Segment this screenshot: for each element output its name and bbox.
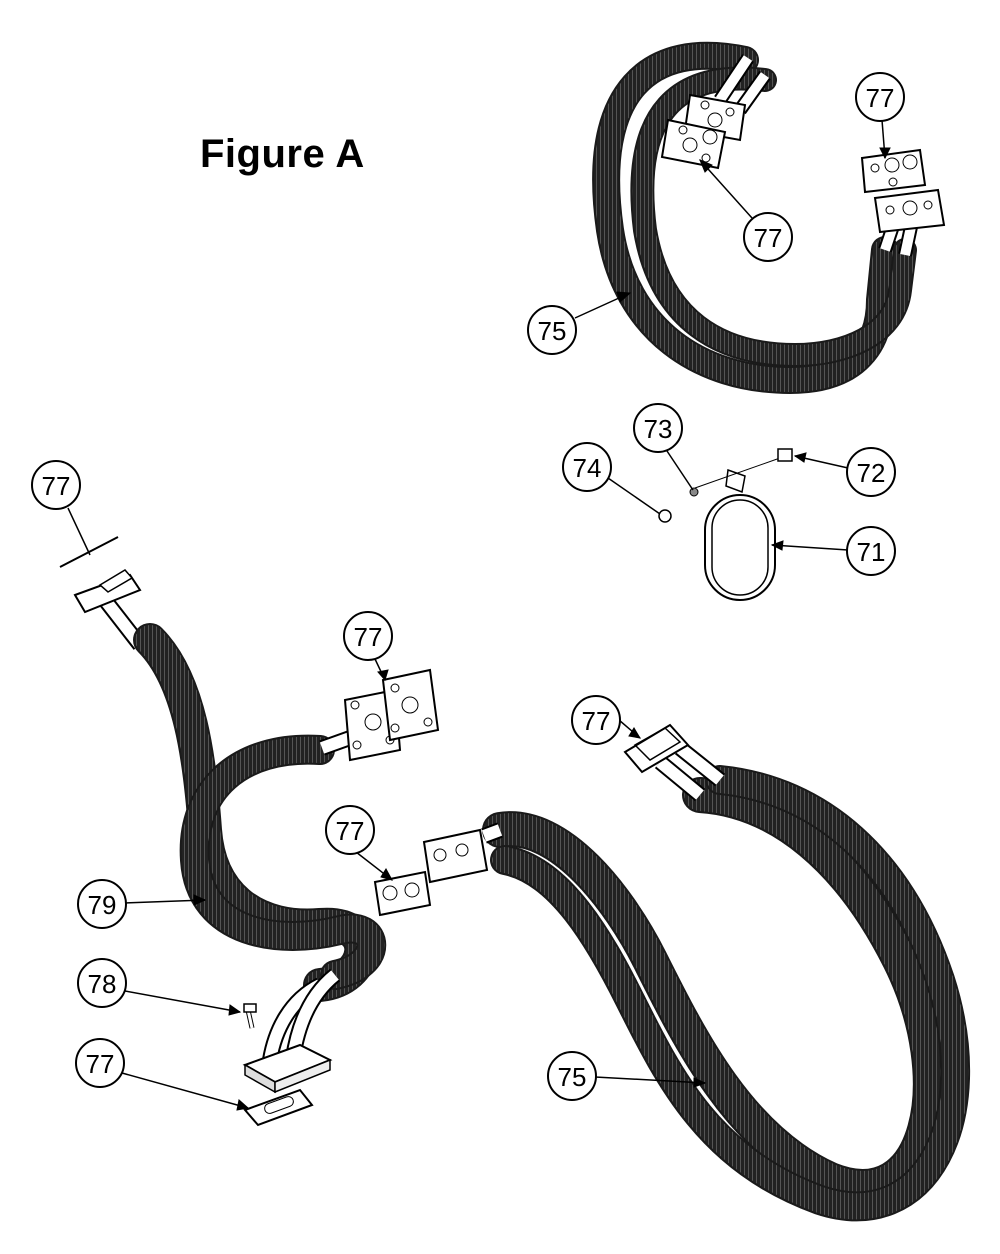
callout-79 [77,879,207,929]
callout-75 [547,1051,707,1101]
bolt [243,1003,257,1029]
gasket-plate [860,148,927,194]
callout-label-77: 77 [86,1049,115,1079]
callout-label-78: 78 [88,969,117,999]
flange-plate [73,569,142,614]
callout-77 [571,695,641,745]
callout-label-77: 77 [582,706,611,736]
gasket-plate [373,870,432,917]
callout-78 [77,958,242,1016]
callout-label-77: 77 [866,83,895,113]
callout-73 [633,403,694,491]
callout-label-75: 75 [538,316,567,346]
callout-74 [562,442,661,515]
gasket-plate [381,668,440,742]
callout-77 [325,805,394,881]
hose-assembly-left [98,595,387,1062]
callout-label-71: 71 [857,537,886,567]
base-flange [242,1043,333,1094]
hose-assembly-bottom [481,741,970,1222]
callout-label-73: 73 [644,414,673,444]
callout-label-72: 72 [857,458,886,488]
callout-71 [770,526,896,576]
flange-plate [623,723,690,774]
callout-77 [31,460,119,568]
callout-77 [75,1038,250,1111]
callout-label-74: 74 [573,453,602,483]
gasket-plate [660,118,727,170]
callout-label-77: 77 [754,223,783,253]
callouts [31,72,905,1111]
flange-plate [422,828,489,884]
callout-72 [793,447,896,497]
callout-label-77: 77 [336,816,365,846]
flange-plate [873,188,946,234]
callout-77 [343,611,393,682]
callout-75 [527,291,632,355]
gasket-plate [243,1088,314,1127]
callout-label-79: 79 [88,890,117,920]
callout-label-77: 77 [354,622,383,652]
clamp-assembly [658,448,793,601]
figure-title: Figure A [200,132,365,176]
callout-77 [699,159,793,262]
callout-label-77: 77 [42,471,71,501]
callout-77 [855,72,905,160]
callout-label-75: 75 [558,1062,587,1092]
